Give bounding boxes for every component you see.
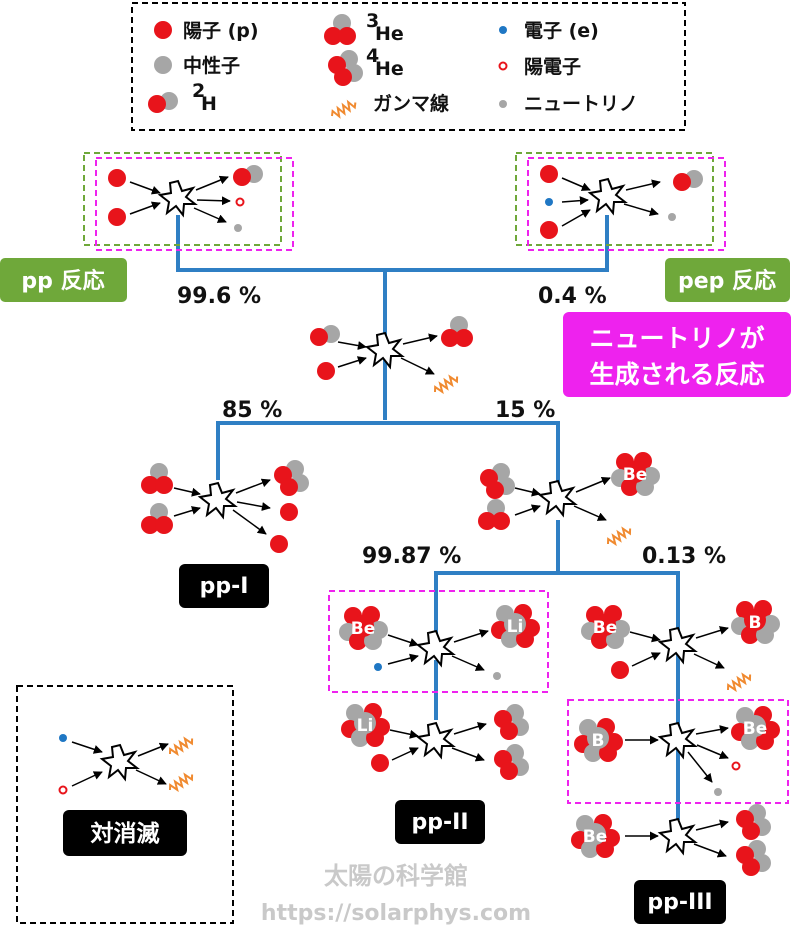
pp2-li-reaction: Li [341,703,529,780]
legend-he3: He [375,23,404,45]
be-label: Be [583,827,608,847]
neutrino-note-badge [563,312,791,397]
pp3-b-formation: Be B [581,600,780,695]
legend-deuterium: H [201,93,217,115]
annihilation-label: 対消滅 [91,821,160,847]
b-label: B [749,613,762,633]
legend-positron: 陽電子 [524,56,581,78]
legend-neutron: 中性子 [183,54,240,77]
pp3-be-decay: Be [571,804,771,876]
pep-reaction-badge [665,258,790,302]
be-label: Be [623,465,648,485]
neutrino-icon [499,100,507,108]
li-label: Li [507,617,524,637]
pp1-reaction [141,460,309,553]
be-label: Be [743,719,768,739]
percent-9987: 99.87 % [362,544,461,569]
li-label: Li [357,716,374,736]
pp1-label: pp-I [200,574,249,599]
legend-neutrino: ニュートリノ [524,93,638,115]
helium4-icon [328,50,363,86]
pp-reaction-group [83,152,294,251]
star-burst-icon [159,180,196,216]
neutron-icon [154,56,172,74]
neutrino-note-line2: 生成される反応 [589,360,764,389]
percent-pep: 0.4 % [538,284,607,309]
deuterium-icon [148,92,178,113]
pp3-label: pp-III [647,890,712,915]
pp-reaction-badge [0,258,127,302]
legend-he3-sup: 3 [366,10,379,32]
legend-proton: 陽子 (p) [183,20,259,42]
pp3-b-decay: B Be [567,699,789,804]
watermark-url: https://solarphys.com [261,901,531,926]
electron-icon [499,26,507,34]
gamma-wave-icon [329,98,359,121]
pep-reaction-group [515,152,726,251]
percent-013: 0.13 % [642,544,726,569]
percent-85: 85 % [222,398,282,423]
pp1-badge [179,564,269,608]
legend-gamma: ガンマ線 [373,92,449,115]
pp-reaction-label: pp 反応 [21,268,104,294]
he3-formation [310,316,473,397]
positron-icon [498,61,508,71]
pp2-label: pp-II [412,810,469,835]
pp2-electron-capture: Be Li [328,590,549,693]
be-formation: Be [478,452,660,549]
legend: 陽子 (p) 中性子 2 H 3 He 4 He ガンマ線 電子 (e) 陽電子… [131,2,686,131]
legend-electron: 電子 (e) [524,20,599,42]
legend-he4: He [375,58,404,80]
b-label: B [592,731,605,751]
annihilation-box: 対消滅 [16,685,234,924]
be-label: Be [593,618,618,638]
branch-lines [176,215,680,820]
be-label: Be [351,619,376,639]
pp3-badge [634,880,726,924]
percent-15: 15 % [495,398,555,423]
helium3-icon [324,14,356,45]
watermark-title: 太陽の科学館 [324,862,468,890]
pep-reaction-label: pep 反応 [678,268,776,294]
proton-icon [154,21,172,39]
percent-pp: 99.6 % [177,284,261,309]
neutrino-note-line1: ニュートリノが [589,324,764,353]
legend-he4-sup: 4 [366,45,379,67]
pp2-badge [395,800,485,844]
legend-deuterium-sup: 2 [192,80,205,102]
